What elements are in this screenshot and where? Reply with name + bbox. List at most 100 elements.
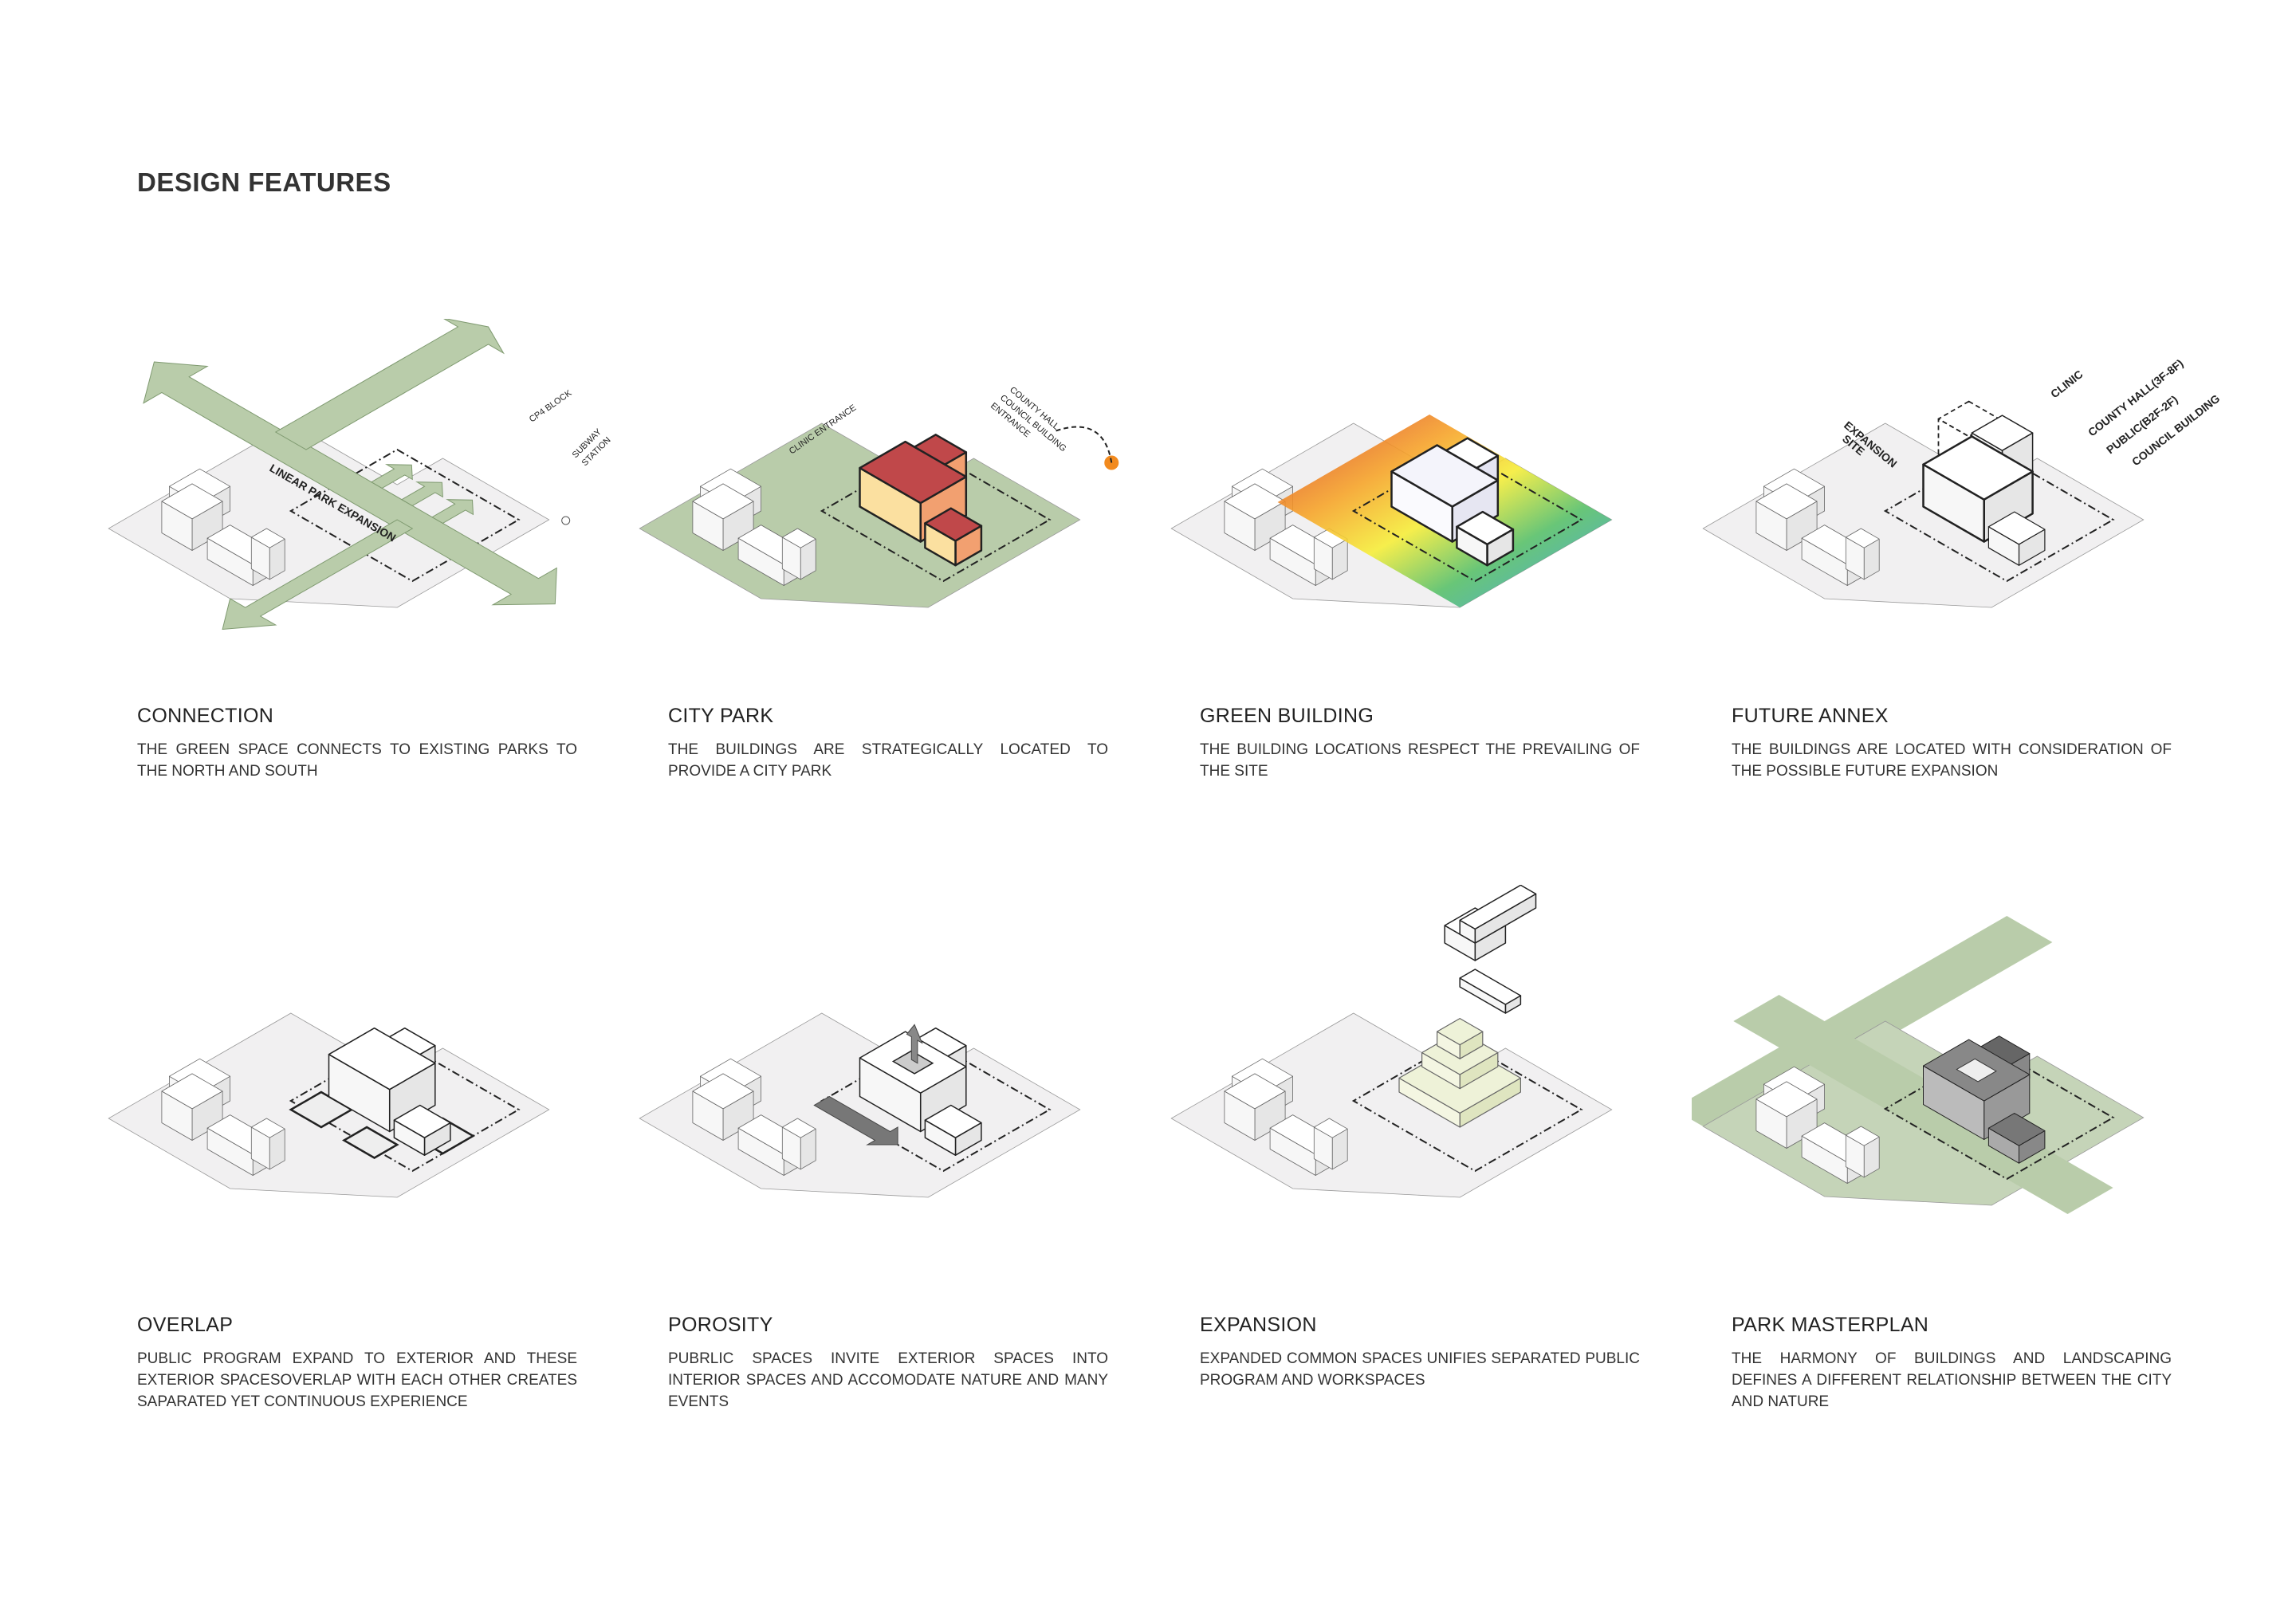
box-face bbox=[1755, 1081, 1818, 1118]
diagram-park-masterplan bbox=[1692, 877, 2234, 1283]
diagram-city-park: CLINIC ENTRANCE COUNTY HALL COUNCIL BUIL… bbox=[628, 319, 1170, 686]
box-face bbox=[1390, 444, 1500, 508]
courtyard-void bbox=[891, 1050, 934, 1075]
page-title: DESIGN FEATURES bbox=[137, 167, 391, 197]
site-boundary bbox=[1351, 448, 1583, 583]
diagram-connection: LINEAR PARK EXPANSION CP4 BLOCK SUBWAY S… bbox=[97, 319, 639, 686]
label-clinic: CLINIC bbox=[2048, 367, 2086, 400]
flow-arrow-icon bbox=[813, 1095, 898, 1146]
site-boundary bbox=[289, 448, 521, 583]
building-county-hall bbox=[859, 1031, 967, 1133]
box-face bbox=[250, 1118, 285, 1138]
site-boundary bbox=[1883, 448, 2115, 583]
feature-title: CITY PARK bbox=[668, 705, 774, 727]
building-council bbox=[924, 1104, 982, 1156]
existing-building bbox=[1845, 1126, 1880, 1178]
box-face bbox=[1987, 1113, 2046, 1146]
existing-building bbox=[1313, 528, 1348, 580]
existing-building bbox=[781, 1118, 816, 1170]
existing-building bbox=[1845, 528, 1880, 580]
site-boundary bbox=[820, 1038, 1052, 1173]
feature-description: THE BUILDINGS ARE STRATEGICALLY LOCATED … bbox=[668, 741, 1108, 780]
feature-title: GREEN BUILDING bbox=[1200, 705, 1374, 727]
feature-title: OVERLAP bbox=[137, 1314, 234, 1336]
feature-green-building: GREEN BUILDING THE BUILDING LOCATIONS RES… bbox=[1200, 705, 1678, 782]
branch-arrow bbox=[370, 464, 413, 489]
building-council bbox=[1456, 510, 1515, 567]
building-county-hall bbox=[859, 440, 968, 543]
feature-description: THE BUILDINGS ARE LOCATED WITH CONSIDERA… bbox=[1732, 741, 2172, 780]
subway-station-icon bbox=[561, 516, 571, 525]
box-face bbox=[859, 440, 968, 505]
box-face bbox=[692, 1073, 754, 1110]
label-public: PUBLIC(B2F-2F) bbox=[2104, 393, 2180, 457]
building-council bbox=[1987, 511, 2046, 566]
box-face bbox=[1224, 483, 1286, 520]
courtyard bbox=[1956, 1058, 1997, 1083]
box-face bbox=[1987, 511, 2046, 545]
box-face bbox=[1755, 483, 1818, 520]
feature-description: THE GREEN SPACE CONNECTS TO EXISTING PAR… bbox=[137, 741, 577, 780]
building-county-hall bbox=[1922, 435, 2034, 543]
feature-description: THE BUILDING LOCATIONS RESPECT THE PREVA… bbox=[1200, 741, 1640, 780]
feature-description: EXPANDED COMMON SPACES UNIFIES SEPARATED… bbox=[1200, 1350, 1640, 1389]
floating-workspace bbox=[1459, 885, 1537, 944]
box-face bbox=[161, 1073, 223, 1110]
feature-city-park: CITY PARK THE BUILDINGS ARE STRATEGICALLY… bbox=[668, 705, 1146, 782]
feature-porosity: POROSITY PUBRLIC SPACES INVITE EXTERIOR S… bbox=[668, 1314, 1146, 1413]
box-face bbox=[1922, 435, 2034, 501]
feature-title: POROSITY bbox=[668, 1314, 773, 1336]
vertical-arrow-icon bbox=[906, 1024, 923, 1064]
label-cp4-block: CP4 BLOCK bbox=[528, 388, 574, 425]
box-face bbox=[924, 507, 983, 542]
linear-park-band bbox=[143, 361, 557, 606]
site-boundary bbox=[1883, 1046, 2115, 1181]
box-face bbox=[328, 1027, 436, 1091]
box-face bbox=[1971, 415, 2034, 451]
box-face bbox=[781, 528, 816, 548]
diagram-future-annex: EXPANSION SITE CLINIC COUNTY HALL(3F-8F)… bbox=[1692, 319, 2234, 686]
feature-title: FUTURE ANNEX bbox=[1732, 705, 1889, 727]
box-face bbox=[393, 1104, 451, 1138]
entrance-path bbox=[1055, 426, 1113, 463]
branch-arrow bbox=[431, 499, 474, 524]
box-face bbox=[924, 1104, 982, 1138]
site-boundary bbox=[820, 448, 1052, 583]
box-face bbox=[1456, 510, 1515, 546]
existing-building bbox=[692, 1073, 754, 1141]
box-face bbox=[1459, 885, 1537, 930]
building-council bbox=[1987, 1113, 2046, 1164]
box-face bbox=[692, 483, 754, 520]
feature-future-annex: FUTURE ANNEX THE BUILDINGS ARE LOCATED WI… bbox=[1732, 705, 2210, 782]
existing-building bbox=[1755, 1081, 1818, 1149]
existing-building bbox=[161, 1073, 223, 1141]
feature-title: PARK MASTERPLAN bbox=[1732, 1314, 1929, 1336]
box-face bbox=[1437, 1018, 1484, 1046]
building-council bbox=[393, 1104, 451, 1156]
floating-workspace bbox=[1459, 969, 1522, 1014]
existing-building bbox=[250, 1118, 285, 1170]
site-boundary bbox=[1351, 1038, 1583, 1173]
existing-building bbox=[250, 528, 285, 580]
diagram-porosity bbox=[628, 909, 1170, 1275]
box-face bbox=[1845, 1126, 1880, 1146]
box-face bbox=[1313, 1118, 1348, 1138]
diagram-overlap bbox=[97, 909, 639, 1275]
existing-building bbox=[1224, 483, 1286, 551]
existing-building bbox=[1224, 1073, 1286, 1141]
box-face bbox=[250, 528, 285, 548]
feature-description: PUBRLIC SPACES INVITE EXTERIOR SPACES IN… bbox=[668, 1350, 1108, 1410]
existing-building bbox=[781, 528, 816, 580]
feature-title: EXPANSION bbox=[1200, 1314, 1317, 1336]
box-face bbox=[1845, 528, 1880, 548]
existing-building bbox=[1313, 1118, 1348, 1170]
building-council bbox=[924, 507, 983, 567]
diagram-green-building bbox=[1160, 319, 1702, 686]
park-arrow-north bbox=[274, 319, 505, 450]
existing-building bbox=[692, 483, 754, 551]
box-face bbox=[1224, 1073, 1286, 1110]
exterior-space bbox=[341, 1126, 399, 1159]
